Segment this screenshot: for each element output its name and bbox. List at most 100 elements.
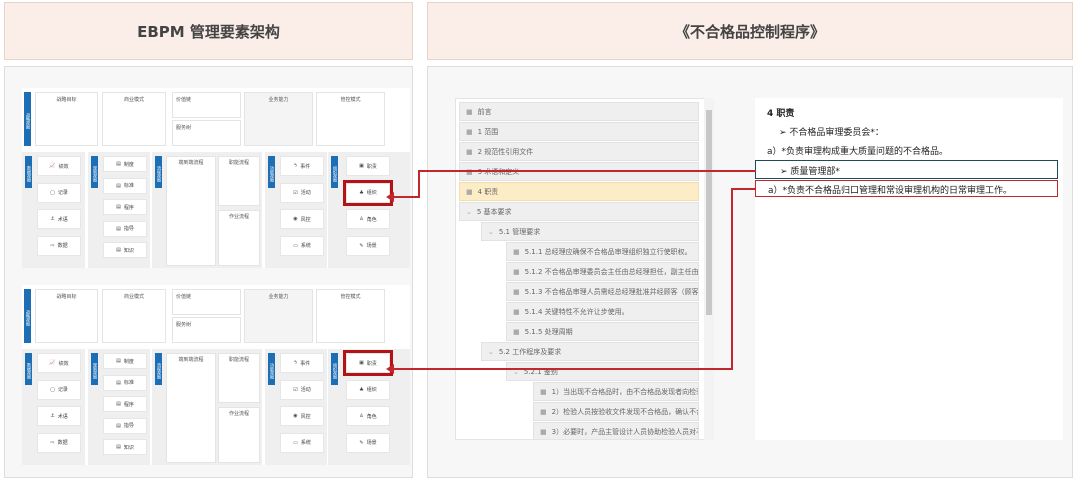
数据-icon: ⇨ xyxy=(50,439,55,446)
element-指导[interactable]: ▤指导 xyxy=(103,220,147,237)
outline-node[interactable]: ■2 规范性引用文件 xyxy=(459,142,699,161)
control-mode-box[interactable]: 管控模式 xyxy=(316,92,385,146)
business-capability-box[interactable]: 业务能力 xyxy=(244,289,313,343)
element-场景[interactable]: ✎场景 xyxy=(346,235,390,256)
view-label: 组织视图 xyxy=(331,156,338,188)
element-组织[interactable]: ♣组织 xyxy=(346,379,390,400)
element-系统[interactable]: ▭系统 xyxy=(280,432,324,453)
element-记录[interactable]: ▢记录 xyxy=(37,182,81,203)
element-活动[interactable]: ☑活动 xyxy=(280,379,324,400)
outline-node-label: 1）当出现不合格品时，由不合格品发现者向检验人员... xyxy=(551,387,698,396)
element-程序[interactable]: ▤程序 xyxy=(103,396,147,412)
view-label: 功能视图 xyxy=(268,156,275,188)
view-group: 流程视图端到端流程职能流程作业流程 xyxy=(152,152,262,268)
活动-icon: ☑ xyxy=(293,386,298,393)
business-model-box[interactable]: 商业模式 xyxy=(102,92,166,146)
connector-line xyxy=(731,188,733,370)
outline-node[interactable]: ■5.1.4 关键特性不允许让步使用。 xyxy=(506,302,699,321)
service-tree-box[interactable]: 服务树 xyxy=(172,317,241,343)
element-label: 程序 xyxy=(123,401,134,408)
outline-node[interactable]: ■1）当出现不合格品时，由不合格品发现者向检验人员... xyxy=(533,382,699,401)
element-制度[interactable]: ▤制度 xyxy=(103,156,147,172)
functional-process-box[interactable]: 职能流程 xyxy=(218,156,260,206)
tree-scrollbar[interactable] xyxy=(704,98,714,440)
outline-node[interactable]: ⌄5.2 工作程序及要求 xyxy=(481,342,699,361)
element-标准[interactable]: ▤标准 xyxy=(103,374,147,391)
outline-node[interactable]: ■3）必要时，产品主管设计人员协助检验人员对不合格... xyxy=(533,422,699,439)
end-to-end-process-box[interactable]: 端到端流程 xyxy=(166,156,216,266)
outline-node-label: 5.1.2 不合格品审理委员会主任由总经理担任，副主任由... xyxy=(524,267,699,276)
element-风控[interactable]: ◉风控 xyxy=(280,406,324,426)
element-术语[interactable]: ⚓术语 xyxy=(37,406,81,426)
element-label: 绩效 xyxy=(58,163,69,170)
chevron-down-icon: ⌄ xyxy=(466,207,472,216)
view-group: 流程视图端到端流程职能流程作业流程 xyxy=(152,349,262,465)
element-角色[interactable]: ♙角色 xyxy=(346,406,390,426)
element-术语[interactable]: ⚓术语 xyxy=(37,209,81,229)
outline-node[interactable]: ■5.1.5 处理周期 xyxy=(506,322,699,341)
architecture-diagram: 战略视图战略目标商业模式价值链服务树业务能力管控模式数据视图📈绩效▢记录⚓术语⇨… xyxy=(22,285,410,465)
outline-node[interactable]: ⌄5 基本要求 xyxy=(459,202,699,221)
element-程序[interactable]: ▤程序 xyxy=(103,199,147,215)
operation-process-box[interactable]: 作业流程 xyxy=(218,407,260,463)
control-mode-box[interactable]: 管控模式 xyxy=(316,289,385,343)
value-chain-box[interactable]: 价值链 xyxy=(172,289,241,315)
element-系统[interactable]: ▭系统 xyxy=(280,235,324,256)
scrollbar-thumb[interactable] xyxy=(706,110,712,315)
element-label: 记录 xyxy=(57,190,68,196)
element-指导[interactable]: ▤指导 xyxy=(103,417,147,434)
content-line-highlighted-department[interactable]: ➢ 质量管理部* xyxy=(755,160,1058,179)
strategy-goal-box[interactable]: 战略目标 xyxy=(35,289,98,343)
outline-node[interactable]: ■5.1.2 不合格品审理委员会主任由总经理担任，副主任由... xyxy=(506,262,699,281)
business-capability-box[interactable]: 业务能力 xyxy=(244,92,313,146)
view-label: 规制视图 xyxy=(91,156,98,188)
element-绩效[interactable]: 📈绩效 xyxy=(37,353,81,373)
view-label: 数据视图 xyxy=(25,156,32,188)
outline-node[interactable]: ■4 职责 xyxy=(459,182,699,201)
view-group: 组织视图▣职责♣组织♙角色✎场景 xyxy=(328,349,410,465)
outline-node[interactable]: ⌄5.2.1 鉴别 xyxy=(506,362,699,381)
functional-process-box[interactable]: 职能流程 xyxy=(218,353,260,403)
element-label: 角色 xyxy=(366,413,377,420)
element-标准[interactable]: ▤标准 xyxy=(103,177,147,194)
outline-node[interactable]: ■5.1.1 总经理应确保不合格品审理组织独立行使职权。 xyxy=(506,242,699,261)
end-to-end-process-box[interactable]: 端到端流程 xyxy=(166,353,216,463)
element-知识[interactable]: ▤知识 xyxy=(103,439,147,455)
element-组织[interactable]: ♣组织 xyxy=(343,179,393,206)
outline-node[interactable]: ■1 范围 xyxy=(459,122,699,141)
business-model-box[interactable]: 商业模式 xyxy=(102,289,166,343)
view-group: 数据视图 📈绩效 ▢记录 ⚓术语 ⇨数据 xyxy=(22,152,85,268)
strategy-goal-box[interactable]: 战略目标 xyxy=(35,92,98,146)
operation-process-box[interactable]: 作业流程 xyxy=(218,210,260,266)
数据-icon: ⇨ xyxy=(50,242,55,249)
element-活动[interactable]: ☑活动 xyxy=(280,182,324,203)
场景-icon: ✎ xyxy=(359,242,364,249)
element-label: 标准 xyxy=(123,183,134,189)
value-chain-box[interactable]: 价值链 xyxy=(172,92,241,118)
element-知识[interactable]: ▤知识 xyxy=(103,242,147,258)
service-tree-box[interactable]: 服务树 xyxy=(172,120,241,146)
content-line-highlighted-duty[interactable]: a）*负责不合格品归口管理和常设审理机构的日常审理工作。 xyxy=(755,180,1058,197)
element-label: 风控 xyxy=(300,413,311,420)
风控-icon: ◉ xyxy=(293,216,298,222)
element-记录[interactable]: ▢记录 xyxy=(37,379,81,400)
outline-node[interactable]: ■2）检验人员按验收文件发现不合格品，确认不合格品... xyxy=(533,402,699,421)
element-制度[interactable]: ▤制度 xyxy=(103,353,147,369)
element-风控[interactable]: ◉风控 xyxy=(280,209,324,229)
element-数据[interactable]: ⇨数据 xyxy=(37,235,81,256)
element-职责[interactable]: ▣职责 xyxy=(346,156,390,176)
bullet-icon: ■ xyxy=(513,327,520,336)
系统-icon: ▭ xyxy=(293,242,298,249)
outline-node[interactable]: ⌄5.1 管理要求 xyxy=(481,222,699,241)
element-绩效[interactable]: 📈绩效 xyxy=(37,156,81,176)
element-角色[interactable]: ♙角色 xyxy=(346,209,390,229)
element-数据[interactable]: ⇨数据 xyxy=(37,432,81,453)
outline-node[interactable]: ■前言 xyxy=(459,102,699,121)
outline-node[interactable]: ■5.1.3 不合格品审理人员需经总经理批准并经顾客（顾客... xyxy=(506,282,699,301)
outline-node-label: 2 规范性引用文件 xyxy=(477,147,534,156)
element-职责[interactable]: ▣职责 xyxy=(343,350,393,376)
element-场景[interactable]: ✎场景 xyxy=(346,432,390,453)
制度-icon: ▤ xyxy=(116,358,121,364)
